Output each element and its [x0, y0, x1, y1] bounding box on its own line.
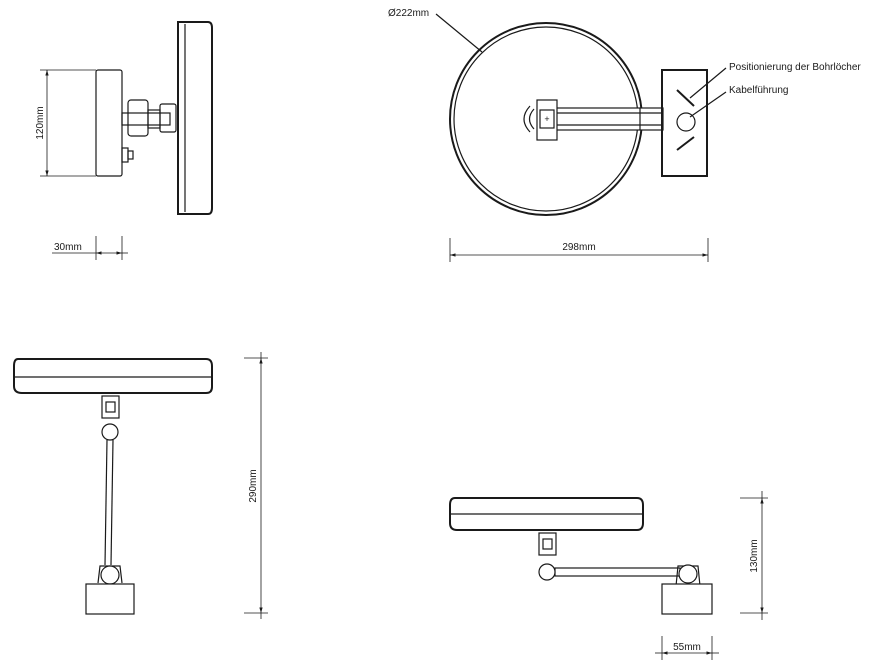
folded-mirror [449, 497, 644, 531]
front-view: + Ø222mm Positionierung der Bohrlöcher K… [388, 8, 861, 262]
folded-joint [538, 532, 557, 556]
top-mirror [13, 358, 213, 394]
knob [121, 147, 129, 163]
top-wall-plate [85, 583, 135, 615]
cable-label: Kabelführung [729, 85, 789, 96]
arm [121, 112, 171, 126]
front-arm [554, 107, 664, 131]
folded-view: 130mm 55mm [449, 491, 768, 660]
side-view: 120mm 30mm [35, 21, 213, 260]
dim-30-label: 30mm [54, 242, 82, 253]
folded-pivot-left [538, 563, 556, 581]
folded-arm [554, 567, 681, 577]
cable-hole [676, 112, 696, 132]
drill-slot-bottom [676, 136, 695, 151]
folded-wall-plate [661, 583, 713, 615]
mirror-edge [177, 21, 213, 215]
positioning-label: Positionierung der Bohrlöcher [729, 62, 861, 73]
top-lower-pivot [100, 565, 120, 585]
joint [127, 99, 149, 137]
top-joint [101, 395, 120, 419]
front-wall-plate [661, 69, 708, 177]
top-upper-pivot [101, 423, 119, 441]
dim-55-label: 55mm [673, 642, 701, 653]
dim-120-label: 120mm [35, 106, 46, 139]
folded-pivot-right [678, 564, 698, 584]
diameter-label: Ø222mm [388, 8, 429, 19]
wall-plate [95, 69, 123, 177]
top-view: 290mm [13, 352, 268, 619]
dim-298-label: 298mm [562, 242, 595, 253]
dim-290-label: 290mm [248, 469, 259, 502]
plus-sign: + [544, 114, 549, 124]
drill-slot-top [676, 89, 695, 107]
dim-130-label: 130mm [749, 539, 760, 572]
